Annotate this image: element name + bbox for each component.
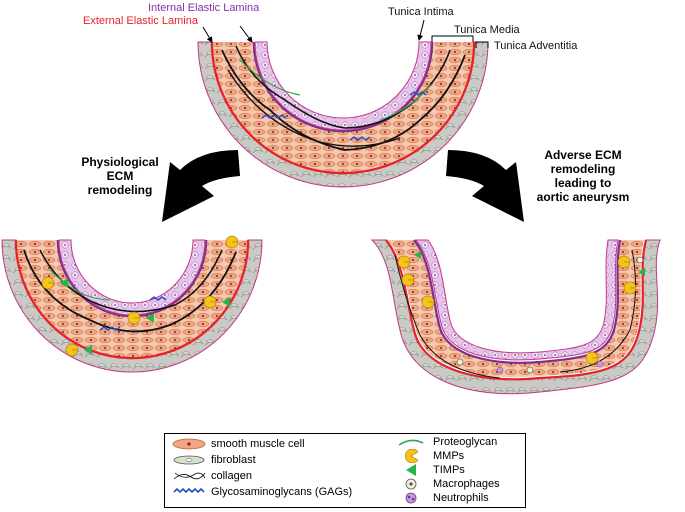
legend-label: TIMPs xyxy=(433,464,465,476)
neutrophil-icon xyxy=(405,492,417,504)
mmp-icon xyxy=(405,449,419,463)
right-timp-icon xyxy=(414,251,421,259)
adverse-remodeling-caption: Adverse ECM remodeling leading to aortic… xyxy=(518,148,648,204)
right-mmp-icon xyxy=(617,255,631,269)
left-intima xyxy=(58,239,206,316)
left-gag xyxy=(99,326,121,331)
left-collagen-fiber xyxy=(23,249,237,333)
legend-box: smooth muscle cell fibroblast collagen G… xyxy=(164,433,526,508)
left-media xyxy=(17,240,247,357)
legend-item-collagen: collagen xyxy=(171,469,252,483)
right-neutrophil-icon xyxy=(596,360,604,368)
physiological-remodeling-caption: Physiological ECM remodeling xyxy=(60,155,180,197)
caption-line: Adverse ECM xyxy=(544,148,622,162)
tunica-adventitia-label: Tunica Adventitia xyxy=(494,40,578,52)
left-vessel-section xyxy=(1,235,263,373)
tunica-intima-label: Tunica Intima xyxy=(388,6,454,18)
left-mmp-icon xyxy=(41,276,55,290)
right-timp-icon xyxy=(638,268,645,276)
right-external-lamina xyxy=(385,239,648,381)
top-media xyxy=(213,42,473,172)
gag-icon xyxy=(173,487,205,494)
legend-label: smooth muscle cell xyxy=(211,438,305,450)
right-intima xyxy=(414,239,619,361)
left-timp-icon xyxy=(222,297,230,307)
top-internal-lamina xyxy=(252,41,434,133)
left-mmp-icon xyxy=(225,235,239,249)
tunica-intima-pointer xyxy=(417,19,425,41)
left-gag xyxy=(149,296,167,301)
legend-label: Neutrophils xyxy=(433,492,489,504)
right-macrophage-icon xyxy=(636,256,644,264)
caption-line: remodeling xyxy=(550,162,616,176)
legend-label: Glycosaminoglycans (GAGs) xyxy=(211,486,353,498)
legend-item-timp: TIMPs xyxy=(393,463,465,477)
left-mmp-icon xyxy=(127,311,141,325)
tunica-media-label: Tunica Media xyxy=(454,24,520,36)
caption-line: aortic aneurysm xyxy=(536,190,630,204)
fibroblast-icon xyxy=(173,455,205,465)
top-proteoglycan xyxy=(379,84,431,121)
external-elastic-lamina-label: External Elastic Lamina xyxy=(83,15,198,27)
legend-label: collagen xyxy=(211,470,252,482)
legend-label: MMPs xyxy=(433,450,465,462)
top-external-lamina xyxy=(210,41,476,175)
left-external-lamina xyxy=(14,239,250,360)
legend-label: Proteoglycan xyxy=(433,436,498,448)
timp-icon xyxy=(406,464,416,476)
right-mmp-icon xyxy=(623,281,637,295)
legend-label: fibroblast xyxy=(211,454,256,466)
right-collagen-fiber xyxy=(559,249,637,373)
caption-line: remodeling xyxy=(87,183,153,197)
internal-lamina-pointer xyxy=(239,25,253,43)
left-timp-icon xyxy=(146,313,154,323)
top-vessel-section xyxy=(197,41,489,188)
legend-item-gag: Glycosaminoglycans (GAGs) xyxy=(171,485,352,499)
legend-item-macrophage: Macrophages xyxy=(393,477,500,491)
right-collagen-fiber xyxy=(394,254,501,379)
caption-line: leading to xyxy=(554,176,612,190)
top-collagen-fiber xyxy=(227,69,401,147)
left-proteoglycan xyxy=(49,269,111,301)
caption-line: ECM xyxy=(106,169,134,183)
legend-item-proteoglycan: Proteoglycan xyxy=(393,435,497,449)
right-vessel-section xyxy=(370,239,661,395)
collagen-icon xyxy=(173,472,206,480)
left-timp-icon xyxy=(60,278,68,288)
top-proteoglycan xyxy=(239,59,301,96)
legend-item-fibroblast: fibroblast xyxy=(171,453,256,467)
left-mmp-icon xyxy=(65,343,79,357)
right-curved-arrow xyxy=(446,150,524,222)
top-gag xyxy=(409,91,427,96)
top-gag xyxy=(261,114,287,119)
legend-item-mmp: MMPs xyxy=(393,449,464,463)
right-macrophage-icon xyxy=(456,358,464,366)
top-collagen-fiber xyxy=(221,49,466,151)
right-internal-lamina xyxy=(413,239,622,364)
top-intima xyxy=(254,41,432,131)
left-mmp-icon xyxy=(203,295,217,309)
right-neutrophil-icon xyxy=(496,366,504,374)
right-mmp-icon xyxy=(421,295,435,309)
tunica-adventitia-bracket xyxy=(475,41,489,48)
external-lamina-pointer xyxy=(202,26,213,43)
right-mmp-icon xyxy=(397,255,411,269)
legend-item-neutrophil: Neutrophils xyxy=(393,491,489,505)
right-macrophage-icon xyxy=(526,366,534,374)
proteoglycan-icon xyxy=(398,439,424,446)
tunica-media-bracket xyxy=(431,35,474,42)
right-mmp-icon xyxy=(585,351,599,365)
smooth-muscle-cell-icon xyxy=(172,438,206,450)
left-curved-arrow xyxy=(162,150,240,222)
legend-item-smooth-muscle-cell: smooth muscle cell xyxy=(171,437,305,451)
caption-line: Physiological xyxy=(81,155,159,169)
legend-label: Macrophages xyxy=(433,478,500,490)
right-mmp-icon xyxy=(401,273,415,287)
left-timp-icon xyxy=(84,345,92,355)
top-gag xyxy=(349,136,371,141)
macrophage-icon xyxy=(405,478,417,490)
internal-elastic-lamina-label: Internal Elastic Lamina xyxy=(148,2,260,14)
